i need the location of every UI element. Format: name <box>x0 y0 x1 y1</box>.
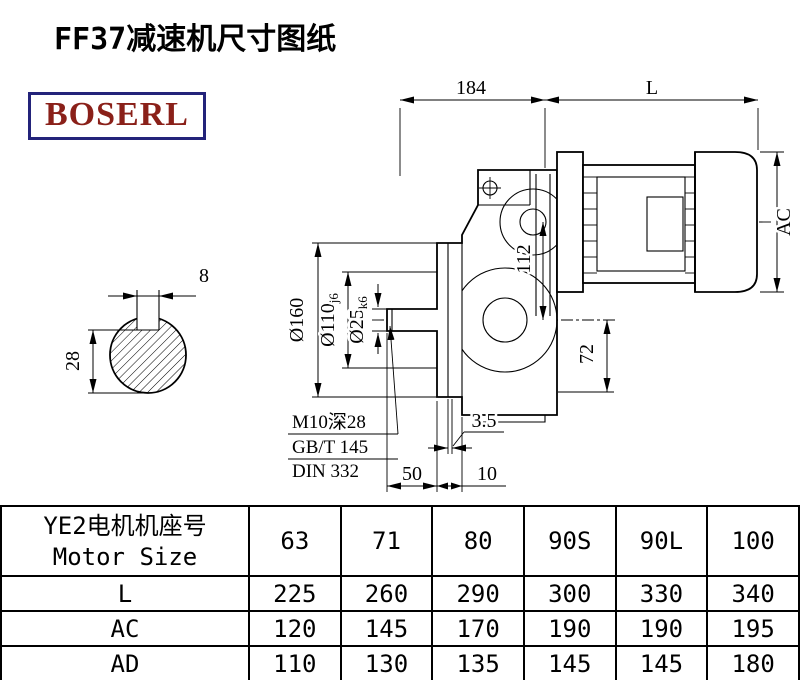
header-cn: YE2电机机座号 <box>43 512 207 540</box>
note-tap-label: M10深28 <box>292 411 366 433</box>
dim-axis-height-label: 112 <box>513 244 535 273</box>
brand-logo: BOSERL <box>28 92 206 140</box>
row-label-AC: AC <box>0 610 250 647</box>
table-row: L 225 260 290 300 330 340 <box>0 575 800 612</box>
shaft-cross-section: 8 28 <box>60 263 212 394</box>
table-row: AC 120 145 170 190 190 195 <box>0 610 800 647</box>
diameter-dimensions: Ø160 Ø110j6 Ø25k6 <box>284 242 437 398</box>
tapped-hole-note: M10深28 GB/T 145 DIN 332 <box>288 325 399 485</box>
bottom-dimensions: 3.5 50 10 <box>386 333 506 492</box>
size-table: YE2电机机座号 Motor Size 63 71 80 90S 90L 100… <box>0 505 800 680</box>
dim-offset-label: 10 <box>477 463 497 485</box>
table-col-100: 100 <box>706 505 800 577</box>
table-col-80: 80 <box>431 505 525 577</box>
dim-shaft-dia-tol: k6 <box>355 296 370 310</box>
dimension-drawing: 8 28 <box>60 75 798 492</box>
table-row: AD 110 130 135 145 145 180 <box>0 645 800 680</box>
table-cell: 330 <box>614 575 709 612</box>
table-cell: 195 <box>706 610 800 647</box>
note-std2-label: DIN 332 <box>292 461 359 482</box>
dim-flange-dia-label: Ø160 <box>286 298 308 342</box>
table-cell: 260 <box>339 575 434 612</box>
note-std1-label: GB/T 145 <box>292 437 368 458</box>
table-cell: 340 <box>706 575 800 612</box>
table-cell: 190 <box>614 610 709 647</box>
header-en: Motor Size <box>52 543 198 571</box>
dim-foot-label: 72 <box>576 344 598 364</box>
table-cell: 180 <box>706 645 800 680</box>
dim-shaft-length-label: 50 <box>402 463 422 485</box>
table-cell: 145 <box>614 645 709 680</box>
dim-key-width-label: 8 <box>199 265 209 287</box>
table-col-90L: 90L <box>614 505 709 577</box>
dim-pilot-dia-tol: j6 <box>326 293 341 305</box>
bolt-icon <box>479 177 501 199</box>
ac-dimension: AC <box>760 151 798 293</box>
page-title: FF37减速机尺寸图纸 <box>54 22 337 57</box>
table-cell: 190 <box>522 610 617 647</box>
table-cell: 145 <box>339 610 434 647</box>
dim-shaft-dia-label: Ø25k6 <box>346 296 370 344</box>
table-cell: 300 <box>522 575 617 612</box>
dim-gap-label: 3.5 <box>472 410 497 432</box>
table-cell: 130 <box>339 645 434 680</box>
vertical-dimensions: 112 72 <box>511 222 614 393</box>
dim-AC-label: AC <box>773 208 795 236</box>
table-cell: 135 <box>431 645 525 680</box>
dim-pilot-dia-value: Ø110 <box>317 303 339 347</box>
dim-pilot-dia-label: Ø110j6 <box>317 293 341 347</box>
table-cell: 290 <box>431 575 525 612</box>
dim-shaft-dia-value: Ø25 <box>346 309 368 343</box>
table-cell: 145 <box>522 645 617 680</box>
motor-view <box>556 151 758 293</box>
table-col-71: 71 <box>339 505 434 577</box>
dim-184-label: 184 <box>456 77 486 99</box>
table-cell: 120 <box>248 610 342 647</box>
motor-fins <box>583 176 695 274</box>
dim-L-label: L <box>646 77 658 99</box>
row-label-AD: AD <box>0 645 250 680</box>
table-header-motor-size: YE2电机机座号 Motor Size <box>0 505 250 577</box>
table-cell: 170 <box>431 610 525 647</box>
top-dimensions: 184 L <box>399 75 759 176</box>
row-label-L: L <box>0 575 250 612</box>
table-col-90S: 90S <box>522 505 617 577</box>
table-cell: 110 <box>248 645 342 680</box>
table-cell: 225 <box>248 575 342 612</box>
table-header-row: YE2电机机座号 Motor Size 63 71 80 90S 90L 100 <box>0 505 800 577</box>
dim-key-height-label: 28 <box>62 351 84 371</box>
table-col-63: 63 <box>248 505 342 577</box>
